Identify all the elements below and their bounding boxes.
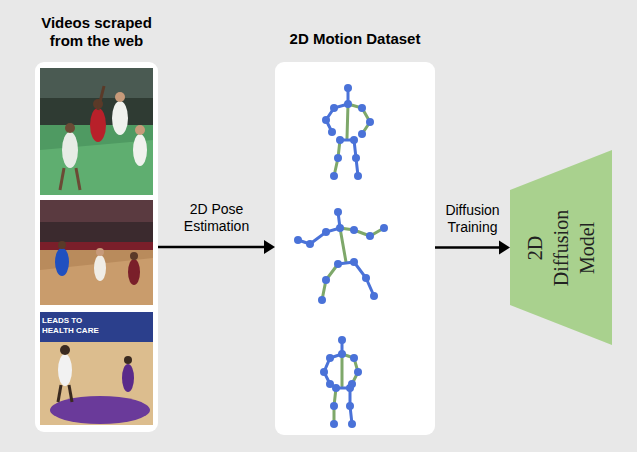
video-frame (40, 312, 153, 425)
video-frame (40, 200, 153, 305)
pose-skeleton (326, 88, 370, 176)
dataset-panel: Videos scraped from the web (35, 62, 158, 432)
video-frame (40, 68, 153, 195)
model-trapezoid (510, 150, 612, 345)
model-name: 2D Diffusion Model (522, 200, 600, 296)
panel-heading: 2D Motion Dataset (245, 30, 465, 48)
pose-skeleton (324, 340, 358, 424)
panel (275, 62, 435, 435)
pose-skeleton (298, 212, 384, 300)
dataset-panel: 2D Motion Dataset (275, 62, 435, 435)
flow-arrow (158, 240, 275, 254)
banner-text: LEADS TO HEALTH CARE (42, 316, 104, 336)
edge-label: 2D Pose Estimation (175, 201, 259, 235)
edge-label: Diffusion Training (431, 202, 515, 236)
flow-arrow (435, 241, 510, 255)
pose-joints (294, 208, 388, 304)
panel-heading: Videos scraped from the web (27, 14, 167, 50)
pose-joints (320, 336, 362, 428)
model-block: 2D Diffusion Model (510, 150, 612, 345)
pose-joints (322, 84, 374, 180)
panel (35, 62, 158, 432)
